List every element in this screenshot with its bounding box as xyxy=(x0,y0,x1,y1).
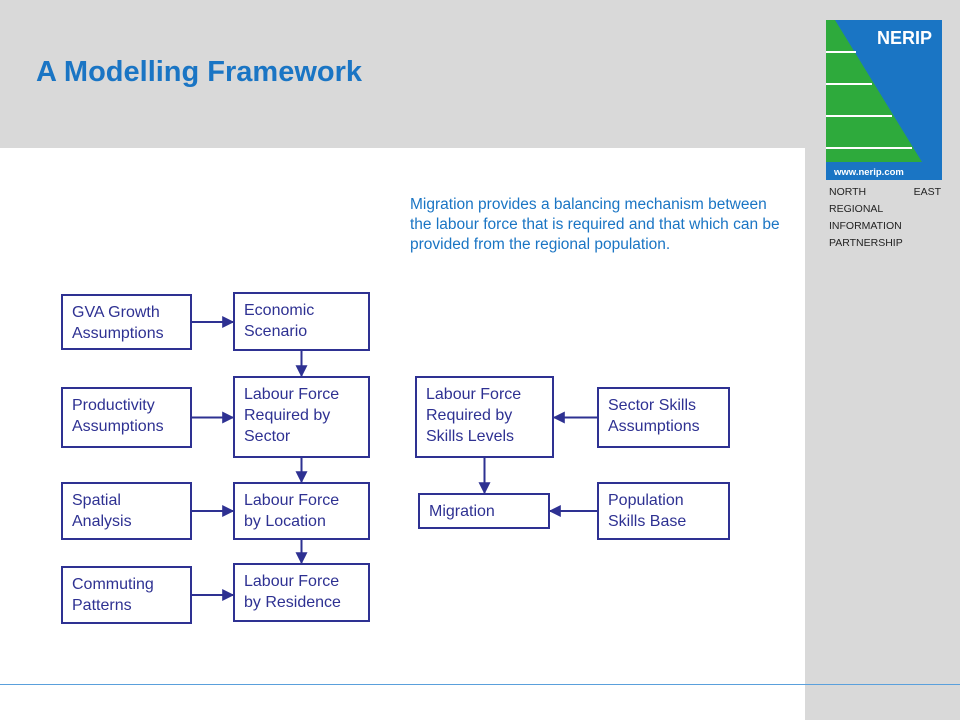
logo-line-2: REGIONAL xyxy=(829,203,884,215)
migration-note: Migration provides a balancing mechanism… xyxy=(410,195,780,253)
nerip-logo-mark: NERIP www.nerip.com xyxy=(826,20,942,180)
node-label: Population Skills Base xyxy=(608,492,687,530)
node-label: Labour Force Required by Skills Levels xyxy=(426,386,522,445)
node-labour-force-by-residence: Labour Force by Residence xyxy=(233,563,370,622)
footer-divider xyxy=(0,684,960,685)
node-label: Productivity Assumptions xyxy=(72,397,164,435)
node-label: Labour Force by Residence xyxy=(244,573,341,611)
logo-line-4: PARTNERSHIP xyxy=(829,237,903,249)
framework-diagram: GVA Growth Assumptions Economic Scenario… xyxy=(61,292,730,624)
node-gva-growth-assumptions: GVA Growth Assumptions xyxy=(61,294,192,350)
logo-wordmark: NORTH EAST REGIONAL INFORMATION PARTNERS… xyxy=(829,184,941,252)
diagram-connectors xyxy=(192,316,597,601)
node-migration: Migration xyxy=(418,493,550,529)
header-band xyxy=(0,0,805,148)
logo-line-1: NORTH EAST xyxy=(829,186,941,198)
node-label: Labour Force Required by Sector xyxy=(244,386,340,445)
node-label: Spatial Analysis xyxy=(72,492,132,530)
node-label: Commuting Patterns xyxy=(72,576,154,614)
logo-green-triangle xyxy=(826,20,922,162)
nerip-logo: NERIP www.nerip.com NORTH EAST REGIONAL … xyxy=(826,20,942,250)
node-label: GVA Growth Assumptions xyxy=(72,304,164,342)
logo-stripes xyxy=(826,51,912,149)
node-population-skills-base: Population Skills Base xyxy=(597,482,730,540)
node-labour-force-by-location: Labour Force by Location xyxy=(233,482,370,540)
node-commuting-patterns: Commuting Patterns xyxy=(61,566,192,624)
node-label: Labour Force by Location xyxy=(244,492,340,530)
node-sector-skills-assumptions: Sector Skills Assumptions xyxy=(597,387,730,448)
node-label: Economic Scenario xyxy=(244,302,315,340)
node-labour-force-by-skills: Labour Force Required by Skills Levels xyxy=(415,376,554,458)
node-spatial-analysis: Spatial Analysis xyxy=(61,482,192,540)
logo-line-3: INFORMATION xyxy=(829,220,902,232)
node-label: Sector Skills Assumptions xyxy=(608,397,700,435)
node-productivity-assumptions: Productivity Assumptions xyxy=(61,387,192,448)
node-label: Migration xyxy=(429,503,495,520)
slide-title: A Modelling Framework xyxy=(36,56,363,88)
logo-brand: NERIP xyxy=(877,28,932,48)
logo-url: www.nerip.com xyxy=(833,167,904,178)
node-labour-force-by-sector: Labour Force Required by Sector xyxy=(233,376,370,458)
node-economic-scenario: Economic Scenario xyxy=(233,292,370,351)
